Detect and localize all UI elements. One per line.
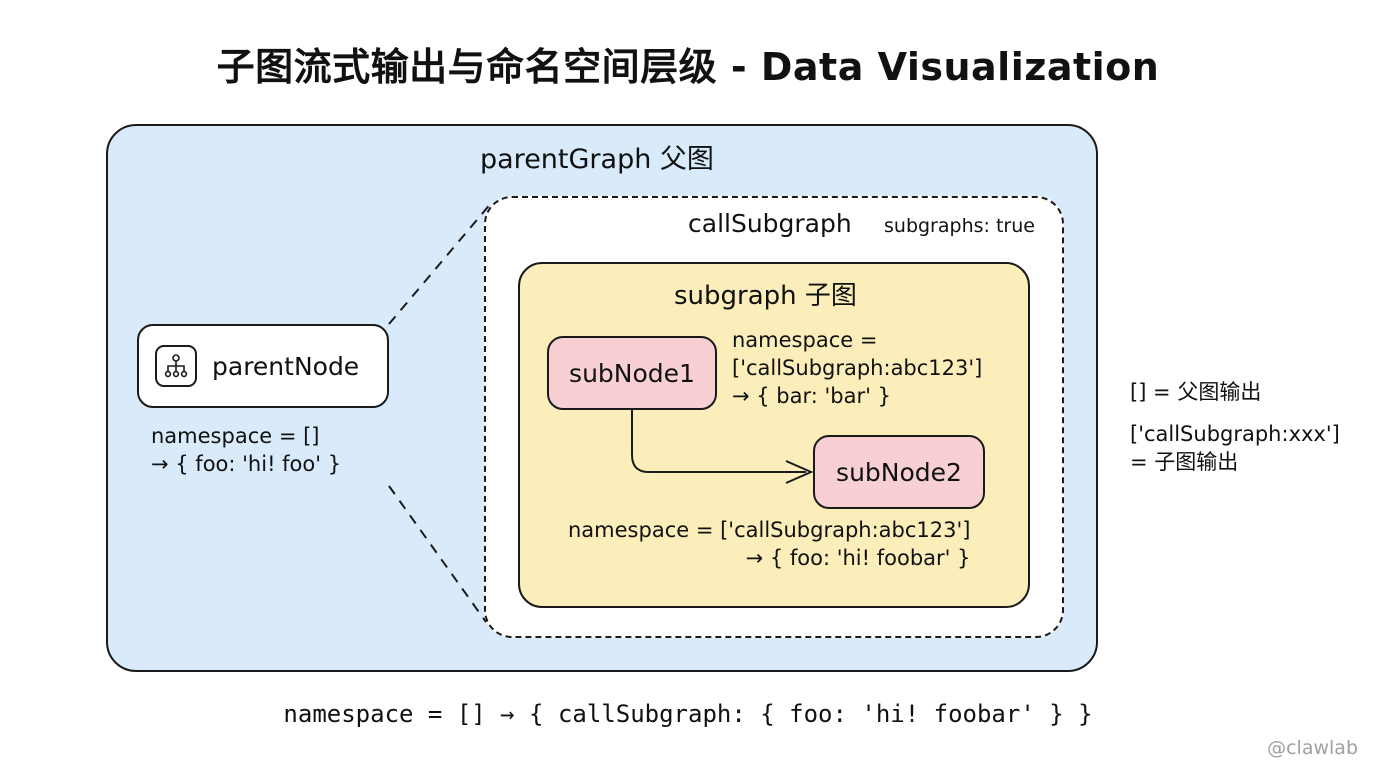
sub-node-2-output: → { foo: 'hi! foobar' } (745, 546, 971, 570)
sub-node-1[interactable]: subNode1 (547, 336, 717, 410)
sub-node-2-namespace: namespace = ['callSubgraph:abc123'] (568, 518, 971, 542)
sub-node-1-output: → { bar: 'bar' } (732, 384, 891, 408)
hierarchy-icon (155, 345, 197, 387)
parent-node-namespace-note: namespace = [] → { foo: 'hi! foo' } (151, 422, 341, 478)
legend-line-parent: [] = 父图输出 (1130, 380, 1262, 404)
sub-node-1-namespace-note: namespace = ['callSubgraph:abc123'] → { … (732, 326, 982, 410)
sub-node-1-namespace-line1: namespace = (732, 328, 878, 352)
legend-line-subgraph-desc: = 子图输出 (1130, 450, 1239, 474)
call-subgraph-label: callSubgraph (688, 209, 852, 238)
parent-node-label: parentNode (212, 351, 360, 381)
legend-line-subgraph: ['callSubgraph:xxx'] (1130, 422, 1340, 446)
footer-namespace-summary: namespace = [] → { callSubgraph: { foo: … (283, 700, 1093, 728)
subgraph-label: subgraph 子图 (674, 281, 857, 311)
sub-node-2-label: subNode2 (836, 457, 962, 487)
parent-node[interactable]: parentNode (137, 324, 389, 408)
diagram-title: 子图流式输出与命名空间层级 - Data Visualization (216, 45, 1160, 89)
parent-node-output: → { foo: 'hi! foo' } (151, 452, 342, 476)
sub-node-2-namespace-note: namespace = ['callSubgraph:abc123'] → { … (568, 516, 970, 572)
sub-node-2[interactable]: subNode2 (813, 435, 985, 509)
parent-node-namespace: namespace = [] (151, 424, 320, 448)
sub-node-1-namespace-line2: ['callSubgraph:abc123'] (732, 356, 983, 380)
legend: [] = 父图输出 ['callSubgraph:xxx'] = 子图输出 (1130, 378, 1340, 476)
sub-node-1-label: subNode1 (569, 358, 695, 388)
watermark: @clawlab (1267, 737, 1358, 759)
subgraphs-flag-label: subgraphs: true (884, 215, 1035, 237)
parent-graph-label: parentGraph 父图 (480, 144, 714, 175)
